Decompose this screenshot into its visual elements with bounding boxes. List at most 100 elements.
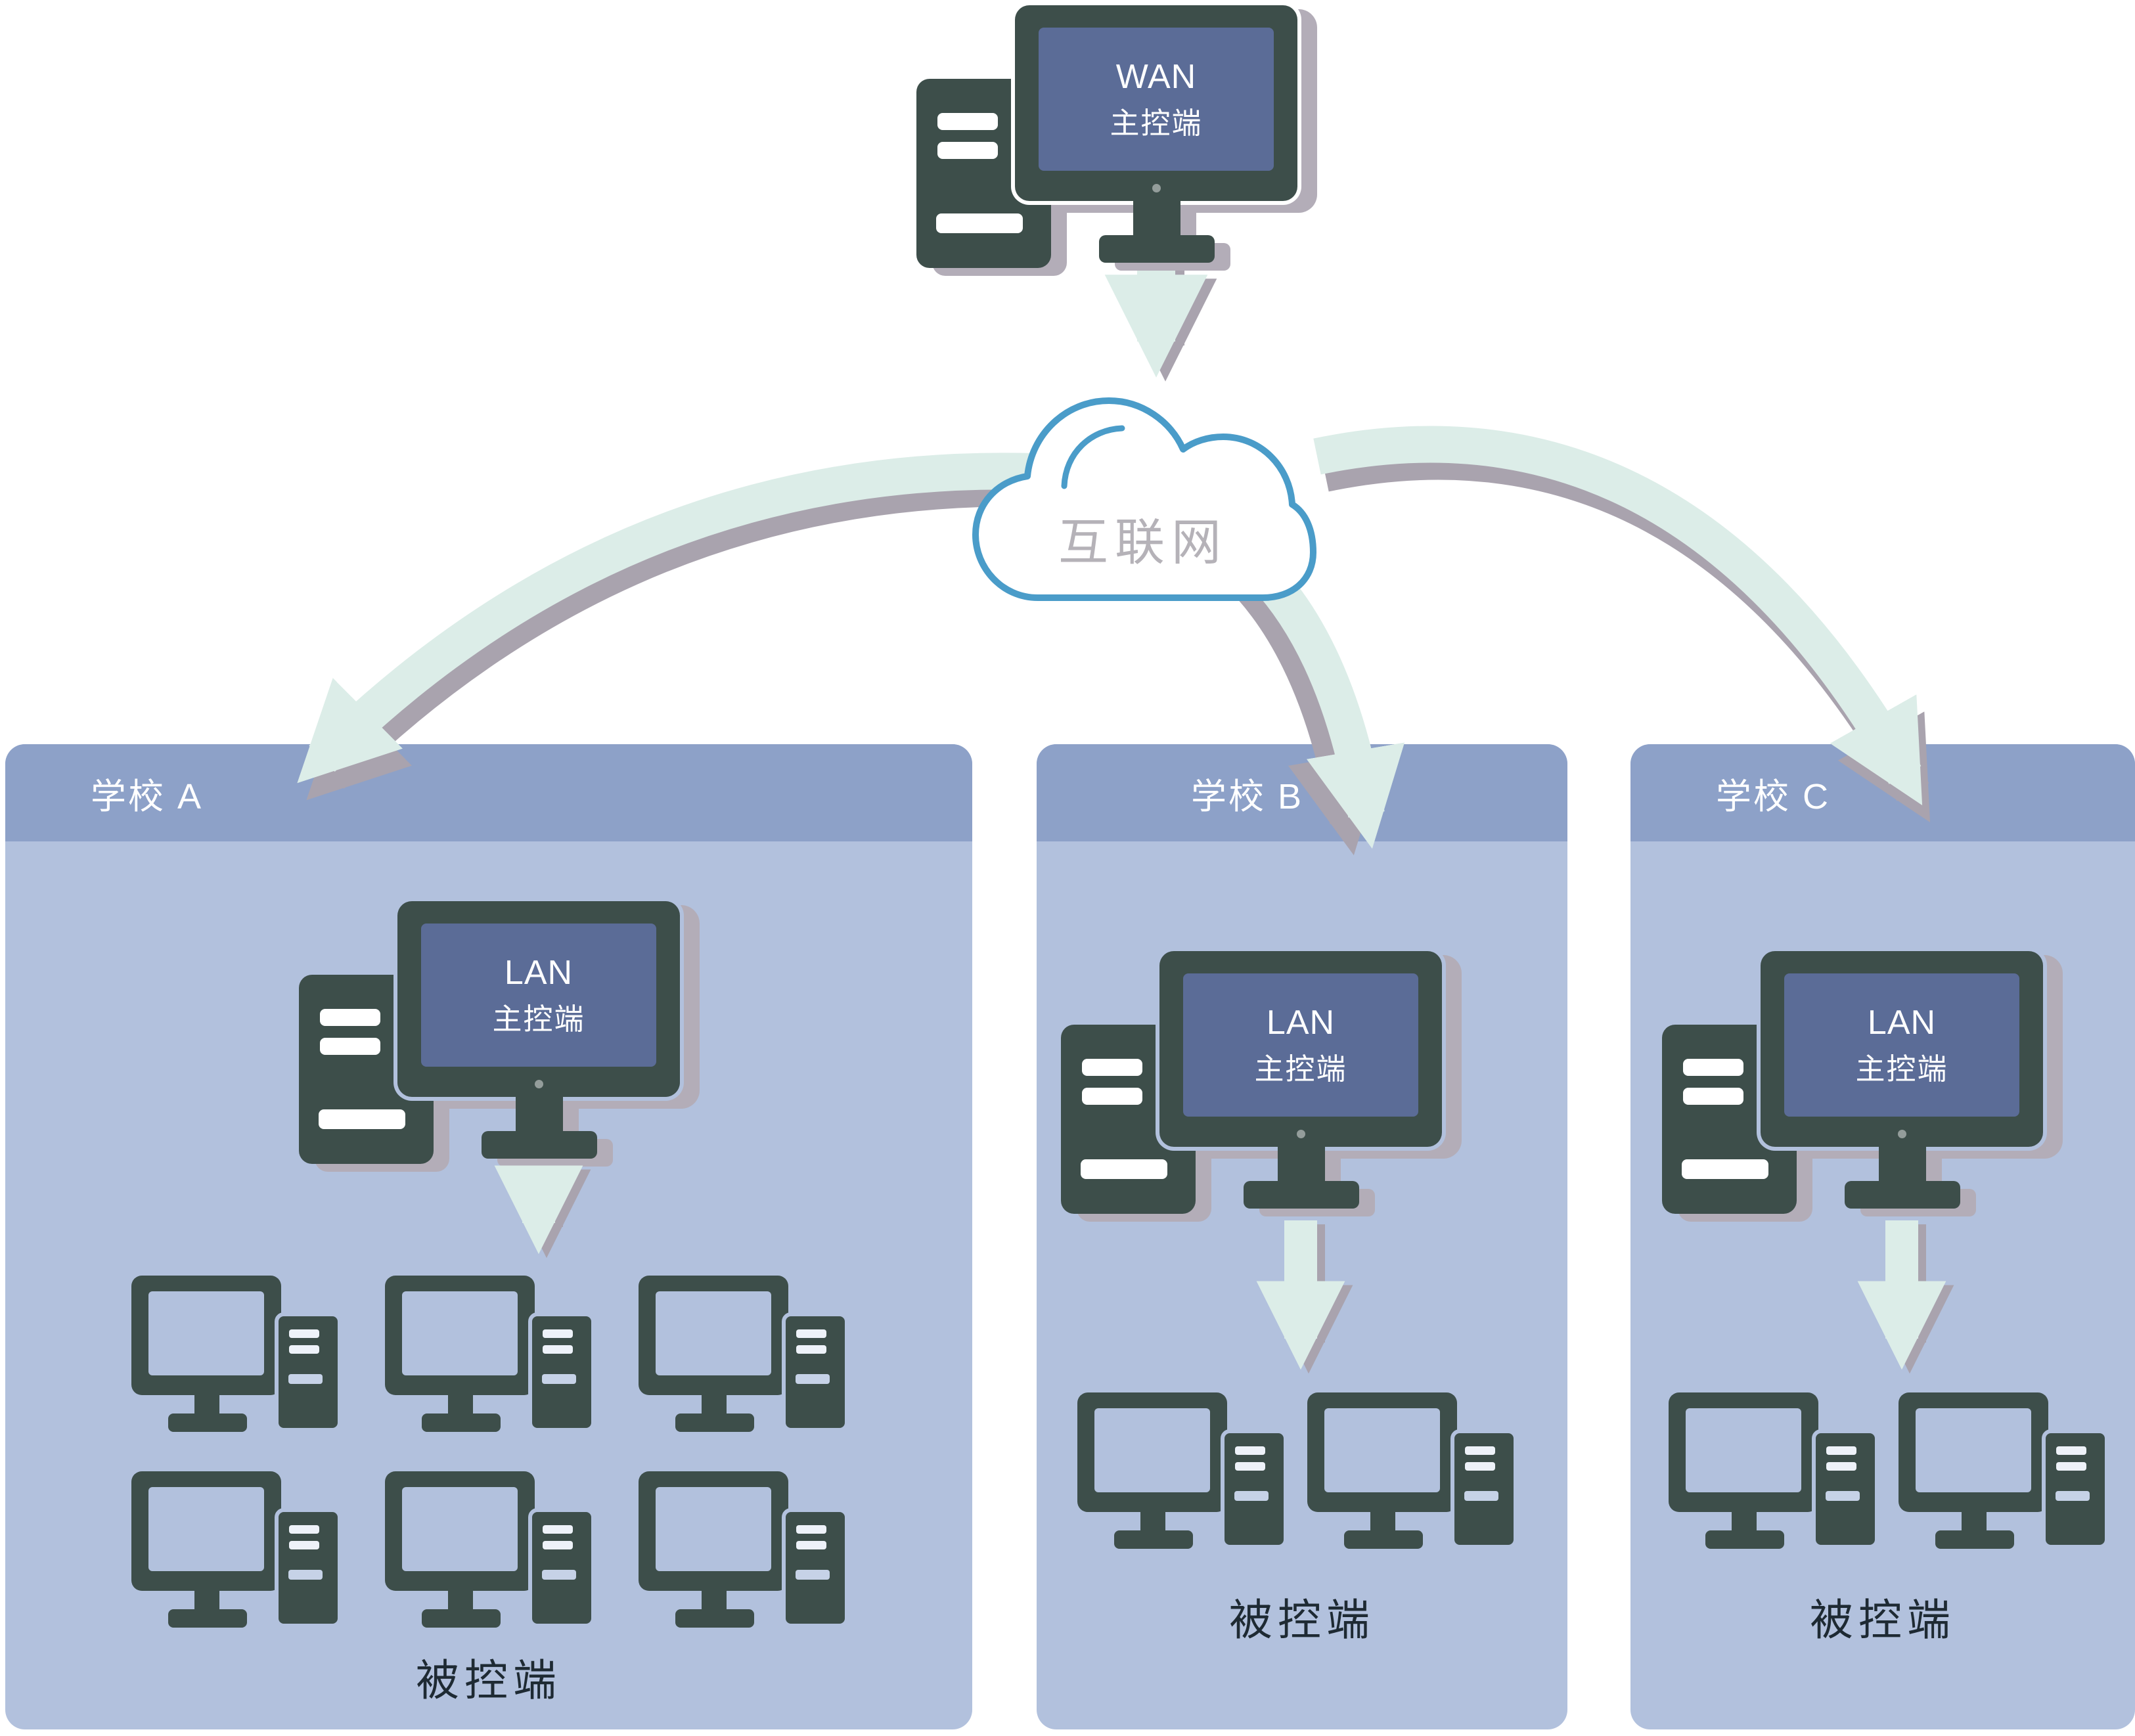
client-tower-icon: [782, 1312, 849, 1432]
client-computer-icon: [385, 1471, 602, 1636]
client-monitor-base: [1344, 1530, 1423, 1549]
client-computer-icon: [639, 1276, 855, 1440]
client-tower-icon: [782, 1508, 849, 1628]
lan-a-label-line1: LAN: [504, 953, 573, 992]
monitor-stand: [1879, 1146, 1926, 1184]
school-c-header: 学校 C: [1630, 744, 2135, 841]
lan-c-label-line2: 主控端: [1855, 1052, 1948, 1086]
client-monitor-base: [422, 1413, 501, 1432]
client-monitor-base: [1935, 1530, 2014, 1549]
client-computer-icon: [385, 1276, 602, 1440]
client-monitor-icon: [131, 1471, 281, 1591]
school-b-header: 学校 B: [1037, 744, 1567, 841]
computer-monitor-icon: LAN 主控端: [397, 901, 680, 1097]
client-monitor-stand: [1732, 1512, 1757, 1532]
client-screen: [1686, 1408, 1801, 1492]
monitor-screen: LAN 主控端: [421, 924, 656, 1067]
computer-monitor-icon: LAN 主控端: [1159, 951, 1442, 1147]
monitor-screen: WAN 主控端: [1039, 28, 1274, 171]
lan-a-label-line2: 主控端: [492, 1002, 585, 1036]
school-a-title: 学校 A: [91, 776, 204, 816]
power-led-icon: [1898, 1130, 1906, 1138]
monitor-screen: LAN 主控端: [1183, 973, 1418, 1117]
computer-monitor-icon: LAN 主控端: [1761, 951, 2043, 1147]
client-monitor-base: [675, 1413, 754, 1432]
client-computer-icon: [1899, 1392, 2115, 1557]
arrow-cloud-to-school-c: [1313, 426, 1931, 823]
monitor-stand: [1278, 1146, 1325, 1184]
client-monitor-stand: [702, 1591, 727, 1611]
clients-label-c: 被控端: [1810, 1595, 1956, 1644]
monitor-base: [1244, 1181, 1359, 1209]
client-monitor-base: [168, 1609, 247, 1628]
client-monitor-stand: [194, 1591, 219, 1611]
client-tower-icon: [1450, 1429, 1517, 1549]
client-monitor-icon: [639, 1471, 788, 1591]
power-led-icon: [535, 1080, 543, 1088]
monitor-base: [1845, 1181, 1960, 1209]
client-tower-icon: [275, 1508, 342, 1628]
school-c-panel: 学校 C LAN 主控端 被控端: [1630, 744, 2135, 1729]
client-monitor-base: [168, 1413, 247, 1432]
power-led-icon: [1152, 184, 1161, 192]
client-computer-icon: [131, 1471, 348, 1636]
client-computer-icon: [1307, 1392, 1524, 1557]
wan-label-line2: 主控端: [1110, 106, 1203, 140]
client-monitor-icon: [385, 1471, 535, 1591]
lan-b-label-line1: LAN: [1266, 1003, 1336, 1042]
internet-cloud: 互联网: [966, 363, 1320, 622]
monitor-base: [482, 1131, 597, 1159]
client-monitor-stand: [194, 1395, 219, 1415]
client-monitor-base: [422, 1609, 501, 1628]
client-screen: [1094, 1408, 1210, 1492]
lan-master-computer-b: LAN 主控端: [1061, 951, 1442, 1214]
client-group-a: [131, 1276, 900, 1636]
client-screen: [656, 1487, 771, 1571]
client-computer-icon: [1669, 1392, 1885, 1557]
client-tower-icon: [528, 1312, 595, 1432]
client-monitor-stand: [1370, 1512, 1395, 1532]
client-monitor-icon: [385, 1276, 535, 1395]
school-b-title: 学校 B: [1191, 776, 1304, 816]
wan-master-computer: WAN 主控端: [916, 5, 1297, 268]
client-monitor-stand: [1140, 1512, 1165, 1532]
arrow-wan-to-cloud: [1104, 263, 1217, 382]
client-screen: [402, 1487, 518, 1571]
lan-master-computer-c: LAN 主控端: [1662, 951, 2043, 1214]
client-monitor-icon: [131, 1276, 281, 1395]
client-monitor-icon: [1899, 1392, 2048, 1512]
arrow-cloud-to-school-a: [297, 453, 1045, 801]
client-monitor-icon: [1307, 1392, 1457, 1512]
school-b-panel: 学校 B LAN 主控端 被控端: [1037, 744, 1567, 1729]
client-group-c: [1669, 1392, 2128, 1557]
power-led-icon: [1297, 1130, 1305, 1138]
school-a-header: 学校 A: [5, 744, 972, 841]
school-a-panel: 学校 A LAN 主控端 被控端: [5, 744, 972, 1729]
monitor-screen: LAN 主控端: [1784, 973, 2019, 1117]
clients-label-b: 被控端: [1229, 1595, 1375, 1644]
client-tower-icon: [275, 1312, 342, 1432]
monitor-stand: [1133, 200, 1180, 238]
school-c-title: 学校 C: [1716, 776, 1830, 816]
client-tower-icon: [2042, 1429, 2109, 1549]
client-monitor-icon: [1669, 1392, 1818, 1512]
client-computer-icon: [639, 1471, 855, 1636]
client-group-b: [1077, 1392, 1537, 1557]
client-monitor-stand: [702, 1395, 727, 1415]
client-screen: [402, 1291, 518, 1375]
client-screen: [148, 1487, 264, 1571]
client-screen: [656, 1291, 771, 1375]
internet-label: 互联网: [1058, 515, 1228, 571]
client-screen: [1916, 1408, 2031, 1492]
client-tower-icon: [1221, 1429, 1288, 1549]
client-monitor-icon: [639, 1276, 788, 1395]
monitor-base: [1099, 235, 1215, 263]
lan-master-computer-a: LAN 主控端: [299, 901, 680, 1164]
client-monitor-base: [1114, 1530, 1193, 1549]
client-monitor-base: [675, 1609, 754, 1628]
computer-monitor-icon: WAN 主控端: [1015, 5, 1297, 201]
client-computer-icon: [131, 1276, 348, 1440]
client-monitor-stand: [448, 1591, 473, 1611]
cloud-icon: [972, 397, 1316, 601]
client-screen: [1324, 1408, 1440, 1492]
